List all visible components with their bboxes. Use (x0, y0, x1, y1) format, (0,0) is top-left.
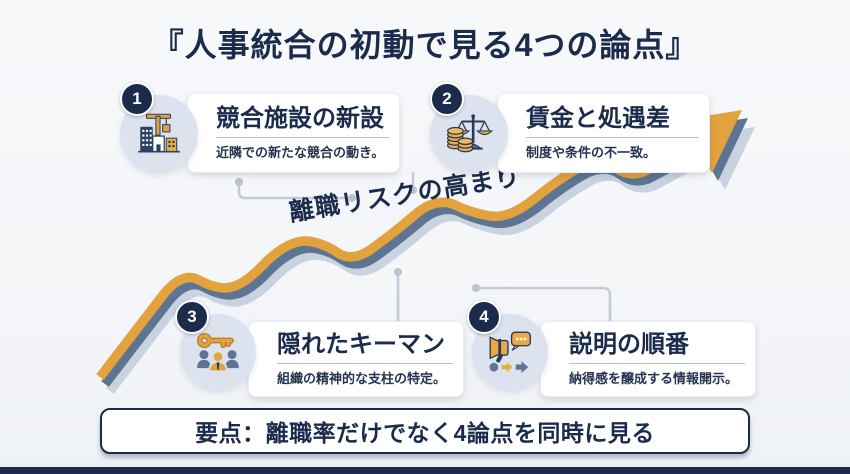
card-1-title: 競合施設の新設 (216, 104, 384, 132)
card-1-description: 近隣での新たな競合の動き。 (216, 145, 385, 161)
card-3: 隠れたキーマン 組織の精神的な支柱の特定。 (248, 321, 464, 397)
card-1-divider (216, 137, 389, 139)
key-people-icon (196, 332, 239, 373)
construction-crane-icon (138, 113, 180, 153)
card-4-title: 説明の順番 (569, 330, 689, 358)
summary-box: 要点：離職率だけでなく4論点を同時に見る (100, 408, 750, 454)
connector-lines (237, 172, 612, 321)
page-title: 『人事統合の初動で見る4つの論点』 (151, 27, 699, 63)
card-2-title: 賃金と処遇差 (526, 104, 670, 132)
card-3-divider (277, 363, 453, 365)
card-1-icon-circle (120, 95, 198, 173)
scales-coins-icon (447, 114, 494, 153)
card-2-icon-circle (430, 95, 508, 173)
card-4-number-badge: 4 (467, 300, 501, 334)
summary-text: 要点：離職率だけでなく4論点を同時に見る (195, 420, 655, 446)
card-4: 説明の順番 納得感を醸成する情報開示。 (540, 321, 756, 397)
connector-line-1 (237, 183, 348, 200)
card-4-divider (569, 363, 745, 365)
card-3-description: 組織の精神的な支柱の特定。 (277, 371, 447, 387)
card-1: 競合施設の新設 近隣での新たな競合の動き。 (187, 93, 400, 173)
connector-dots (235, 178, 480, 292)
card-2-divider (526, 137, 699, 139)
card-2-description: 制度や条件の不一致。 (526, 145, 657, 161)
card-3-title: 隠れたキーマン (277, 330, 445, 358)
card-3-number-badge: 3 (175, 300, 209, 334)
card-2-number-badge: 2 (430, 82, 464, 116)
bottom-accent-bar (0, 467, 850, 474)
megaphone-steps-icon (489, 331, 531, 374)
card-4-description: 納得感を醸成する情報開示。 (569, 371, 739, 387)
card-2: 賃金と処遇差 制度や条件の不一致。 (497, 93, 710, 173)
connector-line-4 (480, 286, 612, 321)
card-1-number-badge: 1 (120, 82, 154, 116)
